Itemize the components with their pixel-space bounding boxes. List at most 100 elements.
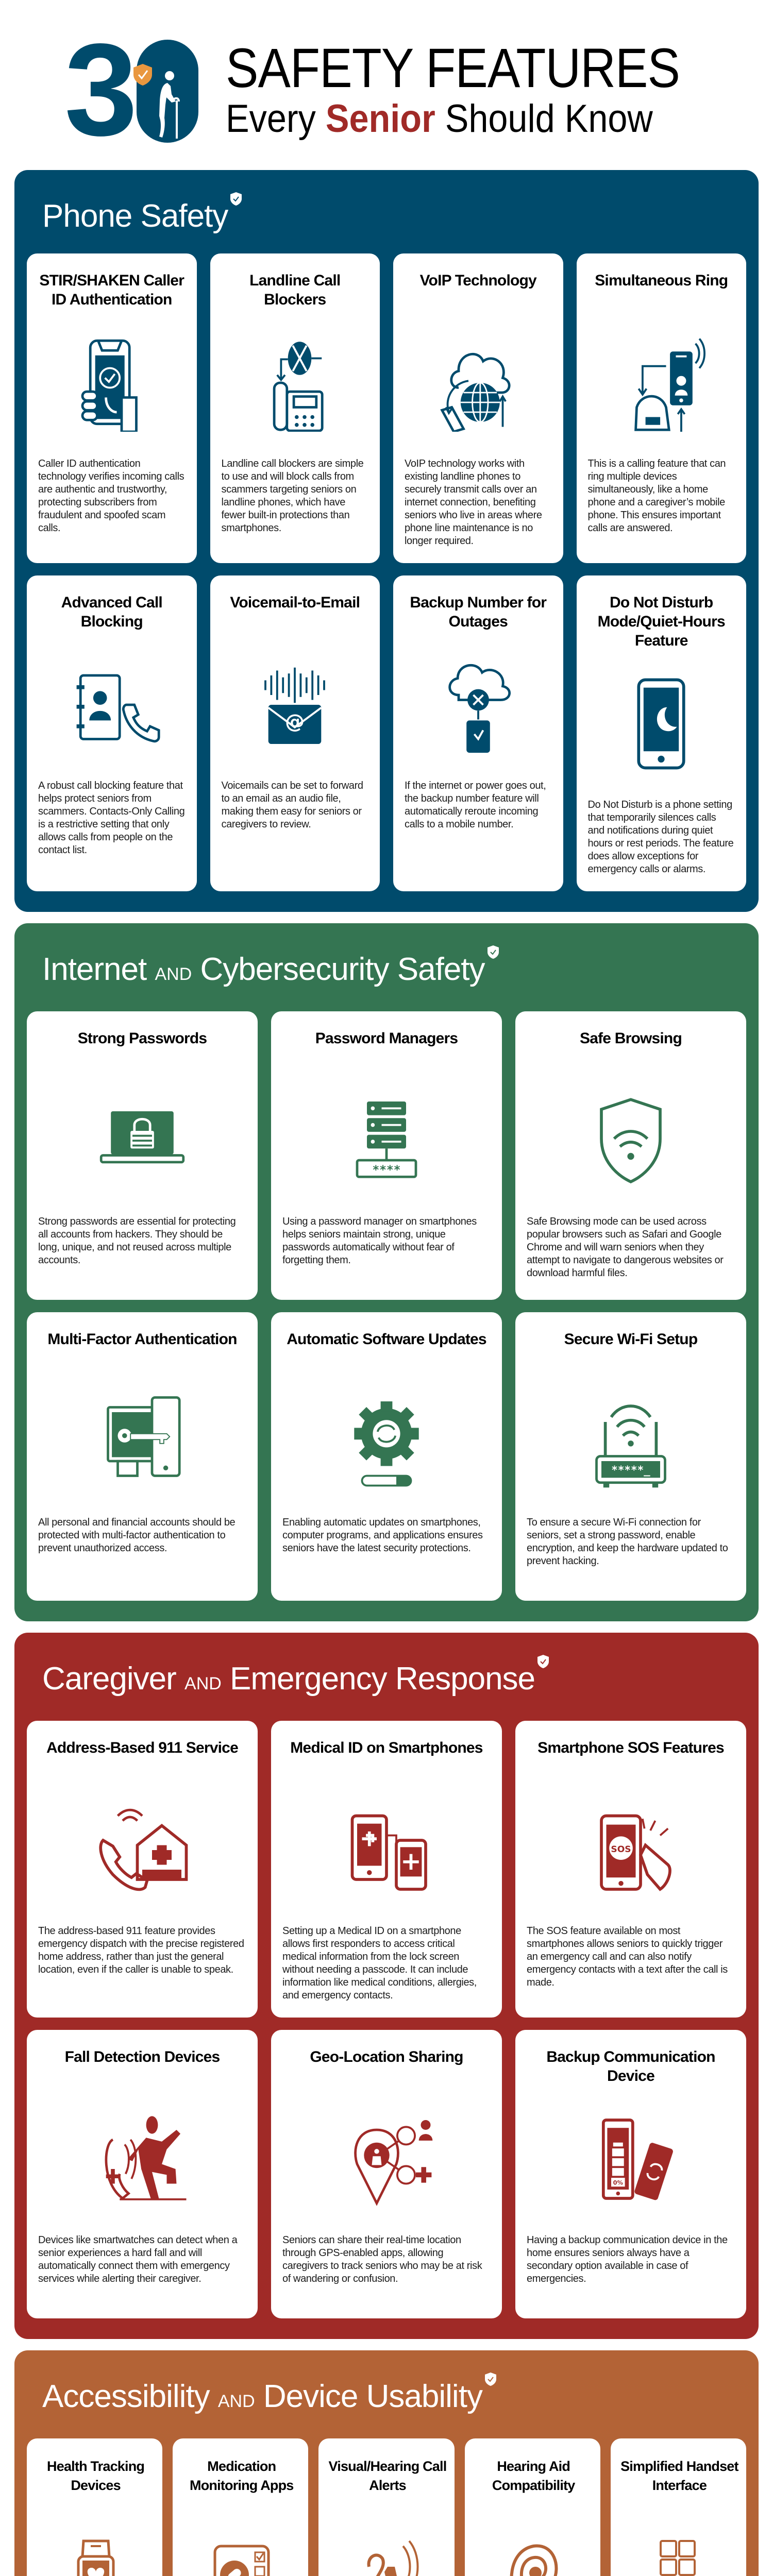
card-title: Backup Communication Device	[546, 2048, 715, 2084]
card-title: Medication Monitoring Apps	[190, 2459, 294, 2493]
card-title: Secure Wi-Fi Setup	[564, 1331, 698, 1348]
feature-card: Secure Wi-Fi Setup *****_ To ensure a se…	[515, 1312, 746, 1601]
section-title-part-a: Caregiver	[42, 1661, 177, 1697]
section-title: Accessibility and Device Usability	[42, 2372, 746, 2422]
card-title: Address-Based 911 Service	[46, 1739, 239, 1756]
svg-text:@: @	[285, 710, 305, 733]
shield-check-icon	[487, 945, 499, 959]
card-description: Voicemails can be set to forward to an e…	[221, 780, 364, 830]
feature-card: Backup Communication Device 0% Having a …	[515, 2030, 746, 2318]
feature-card: Hearing Aid Compatibility Accessibility …	[464, 2438, 600, 2576]
section-title-part-b: Emergency Response	[230, 1661, 535, 1697]
card-title: VoIP Technology	[419, 272, 537, 289]
section-title-part-b: Device Usability	[263, 2379, 483, 2414]
card-title: Safe Browsing	[580, 1030, 682, 1047]
voicemail-email-icon: @	[222, 640, 369, 769]
card-title: Hearing Aid Compatibility	[492, 2459, 575, 2493]
shield-check-icon	[230, 192, 242, 206]
phone-moon-icon	[588, 659, 735, 788]
card-description: Safe Browsing mode can be used across po…	[527, 1216, 724, 1279]
card-description: Strong passwords are essential for prote…	[38, 1216, 236, 1266]
laptop-lock-icon	[38, 1076, 246, 1205]
shield-wifi-icon	[527, 1076, 735, 1205]
router-password-icon: *****_	[527, 1377, 735, 1506]
feature-card: Medication Monitoring Apps Medication mo…	[173, 2438, 309, 2576]
server-password-icon: ****	[282, 1076, 491, 1205]
feature-card: Safe Browsing Safe Browsing mode can be …	[515, 1011, 746, 1300]
hand-phone-check-icon	[38, 318, 186, 447]
section-phone-safety: Phone Safety STIR/SHAKEN Caller ID Authe…	[14, 170, 759, 912]
feature-card: Landline Call Blockers Landline call blo…	[210, 253, 380, 563]
section-title-part-b: Cybersecurity Safety	[200, 952, 485, 987]
battery-percent-text: 0%	[613, 2179, 624, 2186]
section-title: Caregiver and Emergency Response	[42, 1654, 746, 1704]
card-description: A robust call blocking feature that help…	[38, 780, 185, 856]
section-title-text: Phone Safety	[42, 198, 228, 234]
falling-person-icon	[38, 2095, 246, 2224]
feature-grid: Strong Passwords Strong passwords are es…	[27, 1011, 746, 1601]
card-description: VoIP technology works with existing land…	[405, 458, 542, 547]
shield-check-icon	[537, 1655, 549, 1668]
svg-text:****: ****	[373, 1164, 401, 1177]
hero-line2-post: Should Know	[435, 97, 653, 141]
hero-line2-pre: Every	[226, 97, 326, 141]
card-description: Devices like smartwatches can detect whe…	[38, 2234, 238, 2284]
feature-card: Voicemail-to-Email @ Voicemails can be s…	[210, 575, 380, 891]
smartwatch-heart-icon	[35, 2523, 156, 2576]
monitor-phone-key-icon	[38, 1377, 246, 1506]
feature-card: Simultaneous Ring This is a calling feat…	[576, 253, 746, 563]
ear-phone-alert-icon	[327, 2523, 448, 2576]
card-description: This is a calling feature that can ring …	[587, 458, 726, 534]
hearing-aid-icon	[473, 2523, 594, 2576]
feature-card: VoIP Technology VoIP technology works wi…	[393, 253, 563, 563]
card-title: Automatic Software Updates	[287, 1331, 486, 1348]
shield-check-icon	[484, 2372, 496, 2386]
backup-phones-icon: 0%	[527, 2095, 735, 2224]
feature-card: Backup Number for Outages If the interne…	[393, 575, 563, 891]
card-title: Backup Number for Outages	[410, 594, 547, 630]
feature-card: Strong Passwords Strong passwords are es…	[27, 1011, 258, 1300]
feature-card: Address-Based 911 Service The address-ba…	[27, 1721, 258, 2018]
section-title: Phone Safety	[42, 192, 746, 237]
card-description: If the internet or power goes out, the b…	[405, 780, 546, 830]
contacts-phone-icon	[38, 640, 186, 769]
router-password-text: *****_	[611, 1464, 650, 1477]
feature-card: Password Managers **** Using a password …	[271, 1011, 502, 1300]
feature-card: STIR/SHAKEN Caller ID Authentication Cal…	[27, 253, 197, 563]
sos-phone-icon: SOS	[527, 1786, 735, 1914]
section-title-and: and	[184, 1674, 222, 1693]
feature-card: Fall Detection Devices Devices like smar…	[27, 2030, 258, 2318]
big-button-handset-icon	[619, 2523, 740, 2576]
card-description: All personal and financial accounts shou…	[38, 1517, 236, 1554]
card-description: To ensure a secure Wi-Fi connection for …	[527, 1517, 728, 1567]
card-title: Advanced Call Blocking	[61, 594, 163, 630]
feature-card: Automatic Software Updates Enabling auto…	[271, 1312, 502, 1601]
section-internet-cybersecurity: Internet and Cybersecurity Safety Strong…	[14, 923, 759, 1621]
card-title: Medical ID on Smartphones	[290, 1739, 483, 1756]
pill-checklist-icon	[181, 2523, 302, 2576]
cloud-globe-phone-icon	[405, 318, 552, 447]
card-title: Voicemail-to-Email	[230, 594, 360, 611]
card-title: Password Managers	[315, 1030, 458, 1047]
card-description: Do Not Disturb is a phone setting that t…	[587, 799, 734, 875]
card-description: Seniors can share their real-time locati…	[282, 2234, 482, 2284]
shield-check-icon	[133, 64, 152, 86]
card-description: Having a backup communication device in …	[527, 2234, 728, 2284]
card-description: The SOS feature available on most smartp…	[527, 1925, 728, 1988]
location-share-icon	[282, 2095, 491, 2224]
card-title: Geo-Location Sharing	[310, 2048, 463, 2065]
card-title: Health Tracking Devices	[47, 2459, 145, 2493]
hero-number-30: 3	[64, 16, 209, 163]
medical-id-phones-icon	[282, 1786, 491, 1914]
section-title-part-a: Accessibility	[42, 2379, 210, 2414]
hero-digit-3: 3	[64, 16, 138, 163]
card-title: STIR/SHAKEN Caller ID Authentication	[39, 272, 184, 308]
hero-title-line1: SAFETY FEATURES	[226, 37, 680, 99]
card-title: Landline Call Blockers	[249, 272, 341, 308]
card-description: The address-based 911 feature provides e…	[38, 1925, 244, 1975]
feature-card: Simplified Handset Interface Large butto…	[610, 2438, 746, 2576]
cloud-outage-phone-icon	[405, 640, 552, 769]
card-title: Smartphone SOS Features	[537, 1739, 725, 1756]
card-title: Do Not Disturb Mode/Quiet-Hours Feature	[597, 594, 726, 649]
